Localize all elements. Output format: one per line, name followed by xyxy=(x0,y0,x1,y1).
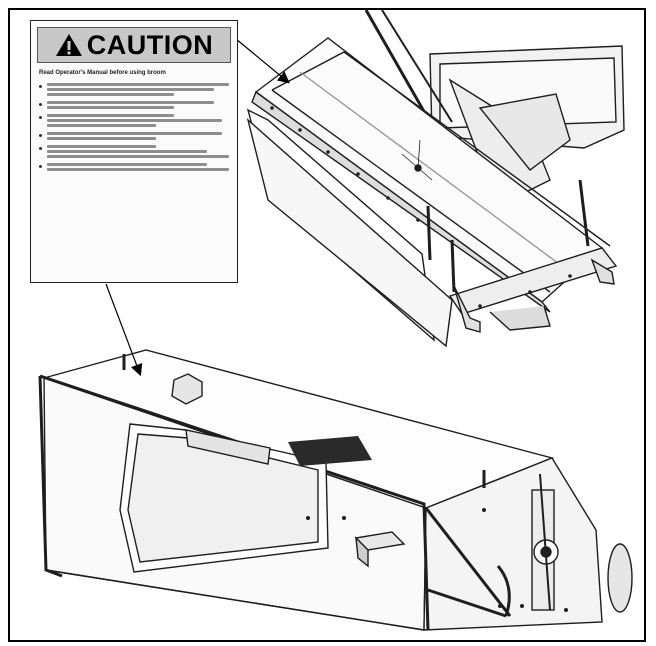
fine-print-line xyxy=(47,101,215,104)
bottom-broom-drawing xyxy=(38,349,633,631)
leader-arrow-bottom xyxy=(105,283,143,377)
fine-print-line xyxy=(47,114,175,117)
decal-item-list xyxy=(31,83,237,171)
fine-print-line xyxy=(47,119,222,122)
caution-title: CAUTION xyxy=(86,29,214,60)
decal-lead-text: Read Operator's Manual before using broo… xyxy=(39,70,166,76)
bullet-icon xyxy=(39,165,42,168)
bullet-icon xyxy=(39,147,42,150)
warning-triangle-icon xyxy=(55,34,82,56)
fine-print-line xyxy=(47,83,229,86)
bullet-icon xyxy=(39,116,42,119)
fine-print-line xyxy=(47,163,208,166)
decal-item xyxy=(39,163,229,171)
broom-illustration xyxy=(38,10,633,631)
fine-print-line xyxy=(47,168,229,171)
fine-print-line xyxy=(47,124,157,127)
fine-print-line xyxy=(47,88,215,91)
bullet-icon xyxy=(39,103,42,106)
decal-item xyxy=(39,114,229,127)
caution-header: CAUTION xyxy=(37,27,231,63)
bullet-icon xyxy=(39,134,42,137)
fine-print-line xyxy=(47,150,208,153)
fine-print-line xyxy=(47,93,175,96)
fine-print-line xyxy=(47,155,229,158)
fine-print-line xyxy=(47,145,157,148)
bullet-icon xyxy=(39,85,42,88)
decal-item xyxy=(39,83,229,96)
fine-print-line xyxy=(47,137,157,140)
top-broom-drawing xyxy=(246,10,625,348)
decal-item xyxy=(39,132,229,140)
decal-item xyxy=(39,145,229,158)
fine-print-line xyxy=(47,132,222,135)
decal-item xyxy=(39,101,229,109)
figure-frame: CAUTION Read Operator's Manual before us… xyxy=(8,8,646,642)
caution-decal: CAUTION Read Operator's Manual before us… xyxy=(30,20,238,283)
fine-print-line xyxy=(47,106,175,109)
leader-arrow-top xyxy=(229,33,290,84)
